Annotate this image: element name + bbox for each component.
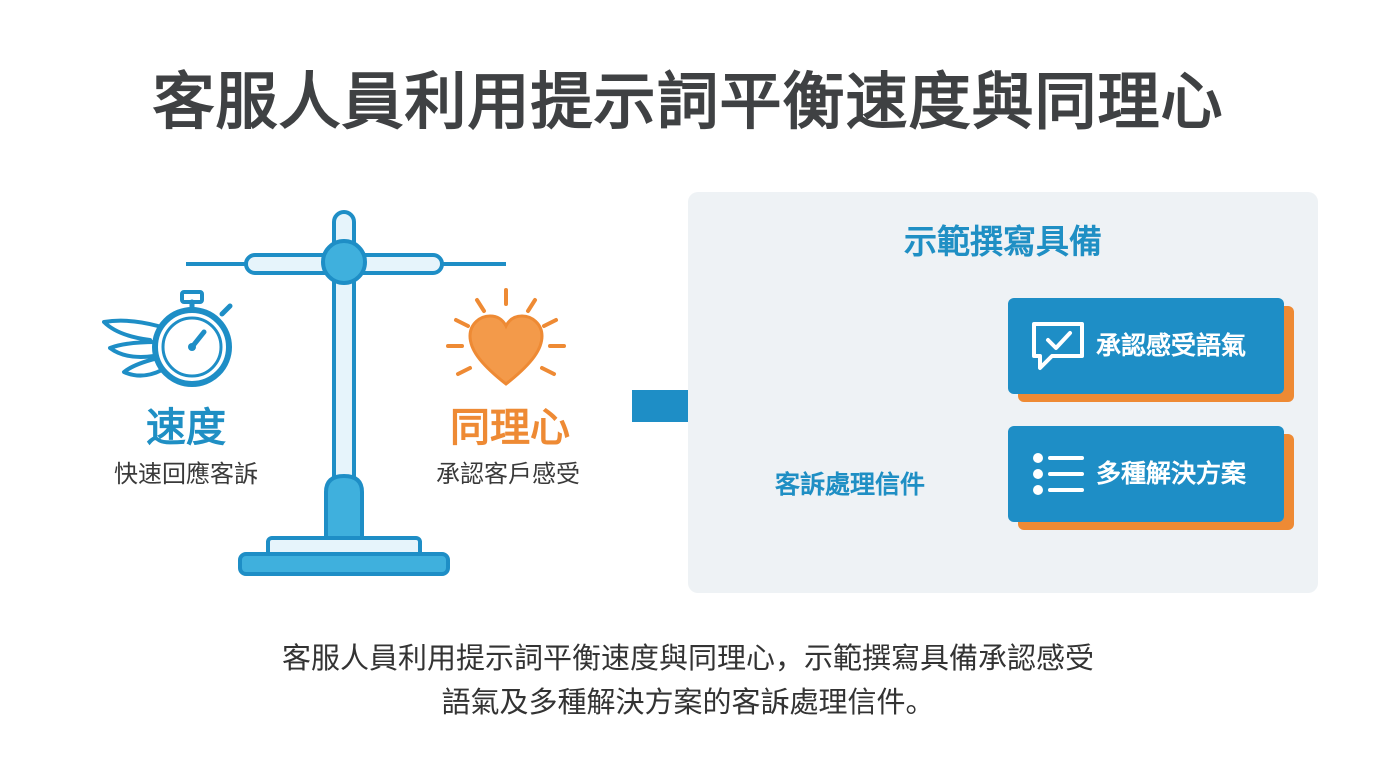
card-label: 多種解決方案: [1096, 459, 1247, 488]
letter-label: 客訴處理信件: [774, 470, 925, 499]
card-multiple-solutions: 多種解決方案: [1008, 426, 1284, 522]
balance-scale-icon: [186, 210, 506, 576]
glowing-heart-icon: [446, 288, 566, 386]
card-label: 承認感受語氣: [1096, 331, 1247, 360]
chat-check-icon: [1032, 322, 1084, 370]
speed-label: 速度: [146, 405, 226, 451]
panel-title: 示範撰寫具備: [904, 222, 1102, 261]
empathy-label: 同理心: [450, 405, 570, 451]
speed-subtitle: 快速回應客訴: [114, 460, 258, 488]
card-acknowledge-tone: 承認感受語氣: [1008, 298, 1284, 394]
winged-stopwatch-icon: [102, 290, 233, 387]
footer-line-1: 客服人員利用提示詞平衡速度與同理心，示範撰寫具備承認感受: [281, 641, 1094, 675]
footer-line-2: 語氣及多種解決方案的客訴處理信件。: [441, 685, 935, 719]
bullet-list-icon: [1033, 453, 1084, 495]
empathy-subtitle: 承認客戶感受: [436, 460, 580, 488]
footer-caption: 客服人員利用提示詞平衡速度與同理心，示範撰寫具備承認感受 語氣及多種解決方案的客…: [0, 636, 1376, 724]
page-title: 客服人員利用提示詞平衡速度與同理心: [152, 65, 1224, 138]
